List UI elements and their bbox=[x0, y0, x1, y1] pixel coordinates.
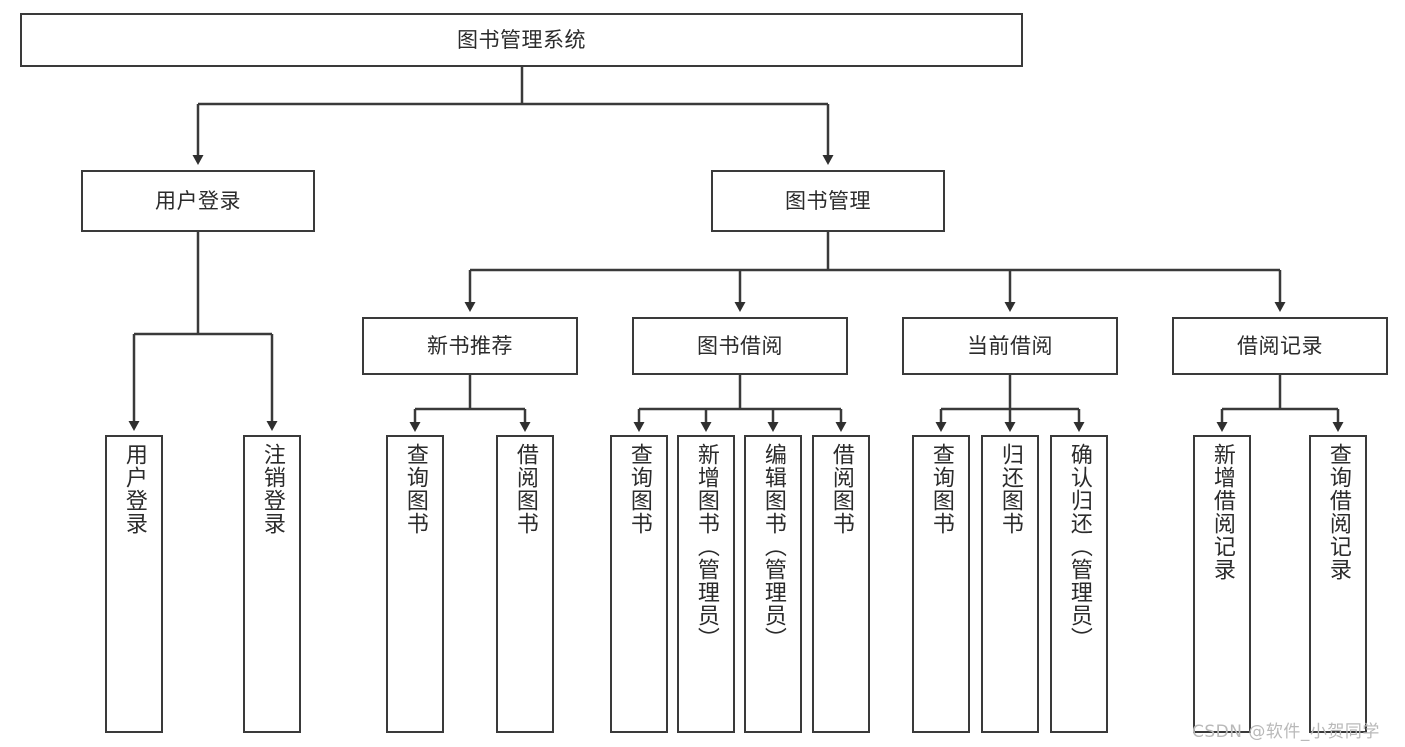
node-new-book-recommend[interactable]: 新书推荐 bbox=[362, 317, 578, 375]
leaf-label: 编辑图书（管理员） bbox=[760, 443, 786, 650]
node-book-management[interactable]: 图书管理 bbox=[711, 170, 945, 232]
leaf-current-borrow-confirm-return[interactable]: 确认归还（管理员） bbox=[1050, 435, 1108, 733]
leaf-user-login-logout[interactable]: 注销登录 bbox=[243, 435, 301, 733]
node-label: 借阅记录 bbox=[1237, 333, 1323, 358]
node-label: 图书借阅 bbox=[697, 333, 783, 358]
leaf-book-borrow-query[interactable]: 查询图书 bbox=[610, 435, 668, 733]
leaf-label: 查询图书 bbox=[626, 443, 652, 535]
node-current-borrow[interactable]: 当前借阅 bbox=[902, 317, 1118, 375]
leaf-borrow-record-add[interactable]: 新增借阅记录 bbox=[1193, 435, 1251, 733]
leaf-book-borrow-edit[interactable]: 编辑图书（管理员） bbox=[744, 435, 802, 733]
leaf-borrow-record-query[interactable]: 查询借阅记录 bbox=[1309, 435, 1367, 733]
node-root-book-management-system[interactable]: 图书管理系统 bbox=[20, 13, 1023, 67]
leaf-label: 新增图书（管理员） bbox=[693, 443, 719, 650]
leaf-label: 查询图书 bbox=[402, 443, 428, 535]
leaf-label: 查询图书 bbox=[928, 443, 954, 535]
leaf-label: 确认归还（管理员） bbox=[1066, 443, 1092, 650]
node-label: 图书管理 bbox=[785, 188, 871, 213]
leaf-label: 借阅图书 bbox=[828, 443, 854, 535]
leaf-current-borrow-query[interactable]: 查询图书 bbox=[912, 435, 970, 733]
node-borrow-record[interactable]: 借阅记录 bbox=[1172, 317, 1388, 375]
node-label: 新书推荐 bbox=[427, 333, 513, 358]
leaf-label: 注销登录 bbox=[259, 443, 285, 535]
node-label: 当前借阅 bbox=[967, 333, 1053, 358]
leaf-label: 新增借阅记录 bbox=[1209, 443, 1235, 581]
leaf-new-book-borrow[interactable]: 借阅图书 bbox=[496, 435, 554, 733]
node-book-borrow[interactable]: 图书借阅 bbox=[632, 317, 848, 375]
leaf-label: 查询借阅记录 bbox=[1325, 443, 1351, 581]
leaf-new-book-query[interactable]: 查询图书 bbox=[386, 435, 444, 733]
leaf-label: 归还图书 bbox=[997, 443, 1023, 535]
node-label: 图书管理系统 bbox=[457, 27, 586, 52]
leaf-label: 用户登录 bbox=[121, 443, 147, 535]
leaf-book-borrow-add[interactable]: 新增图书（管理员） bbox=[677, 435, 735, 733]
node-user-login[interactable]: 用户登录 bbox=[81, 170, 315, 232]
node-label: 用户登录 bbox=[155, 188, 241, 213]
leaf-user-login-login[interactable]: 用户登录 bbox=[105, 435, 163, 733]
leaf-label: 借阅图书 bbox=[512, 443, 538, 535]
leaf-current-borrow-return[interactable]: 归还图书 bbox=[981, 435, 1039, 733]
csdn-watermark: CSDN @软件_小贺同学 bbox=[1192, 722, 1380, 742]
leaf-book-borrow-borrow[interactable]: 借阅图书 bbox=[812, 435, 870, 733]
